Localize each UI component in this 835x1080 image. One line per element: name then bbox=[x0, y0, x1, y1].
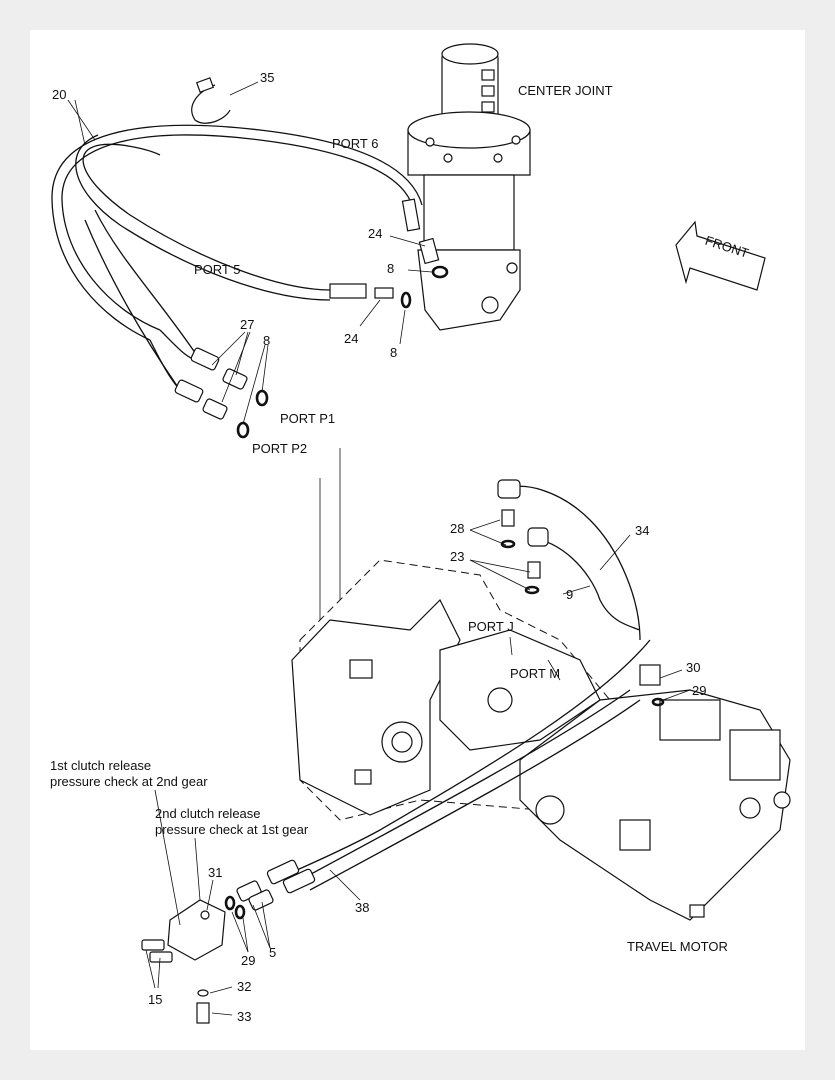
label-travel-motor: TRAVEL MOTOR bbox=[627, 939, 728, 954]
label-center-joint: CENTER JOINT bbox=[518, 83, 613, 98]
diagram-labels: CENTER JOINT FRONT PORT 6 PORT 5 PORT P1… bbox=[50, 83, 751, 954]
label-port-p1: PORT P1 bbox=[280, 411, 335, 426]
callout-numbers: 35 20 24 8 24 8 27 8 28 23 34 9 30 29 31… bbox=[52, 70, 706, 1024]
callout-8-ports: 8 bbox=[263, 333, 270, 348]
callout-5: 5 bbox=[269, 945, 276, 960]
callout-24-upper: 24 bbox=[368, 226, 382, 241]
callout-20: 20 bbox=[52, 87, 66, 102]
label-clutch-note-b-line1: 2nd clutch release bbox=[155, 806, 261, 821]
callout-28: 28 bbox=[450, 521, 464, 536]
lower-hoses bbox=[236, 479, 661, 911]
callout-33: 33 bbox=[237, 1009, 251, 1024]
callout-29-left: 29 bbox=[241, 953, 255, 968]
callout-38: 38 bbox=[355, 900, 369, 915]
label-port-p2: PORT P2 bbox=[252, 441, 307, 456]
callout-23: 23 bbox=[450, 549, 464, 564]
transmission bbox=[291, 559, 611, 821]
label-port-m: PORT M bbox=[510, 666, 560, 681]
label-clutch-note-b-line2: pressure check at 1st gear bbox=[155, 822, 309, 837]
upper-hoses bbox=[51, 124, 440, 420]
callout-32: 32 bbox=[237, 979, 251, 994]
callout-9: 9 bbox=[566, 587, 573, 602]
o-rings-lower bbox=[224, 539, 665, 920]
callout-27: 27 bbox=[240, 317, 254, 332]
callout-31: 31 bbox=[208, 865, 222, 880]
callout-24-lower: 24 bbox=[344, 331, 358, 346]
clamp-35 bbox=[191, 77, 231, 124]
travel-motor bbox=[519, 689, 791, 921]
check-block bbox=[141, 899, 226, 1024]
label-port-j: PORT J bbox=[468, 619, 514, 634]
label-port-6: PORT 6 bbox=[332, 136, 378, 151]
label-clutch-note-a-line1: 1st clutch release bbox=[50, 758, 151, 773]
callout-29-right: 29 bbox=[692, 683, 706, 698]
leader-lines bbox=[67, 81, 691, 1016]
callout-15: 15 bbox=[148, 992, 162, 1007]
callout-8-upper: 8 bbox=[387, 261, 394, 276]
callout-8-lower: 8 bbox=[390, 345, 397, 360]
label-port-5: PORT 5 bbox=[194, 262, 240, 277]
callout-30: 30 bbox=[686, 660, 700, 675]
front-arrow bbox=[675, 220, 766, 291]
label-clutch-note-a-line2: pressure check at 2nd gear bbox=[50, 774, 208, 789]
callout-35: 35 bbox=[260, 70, 274, 85]
center-joint bbox=[407, 43, 531, 331]
callout-34: 34 bbox=[635, 523, 649, 538]
